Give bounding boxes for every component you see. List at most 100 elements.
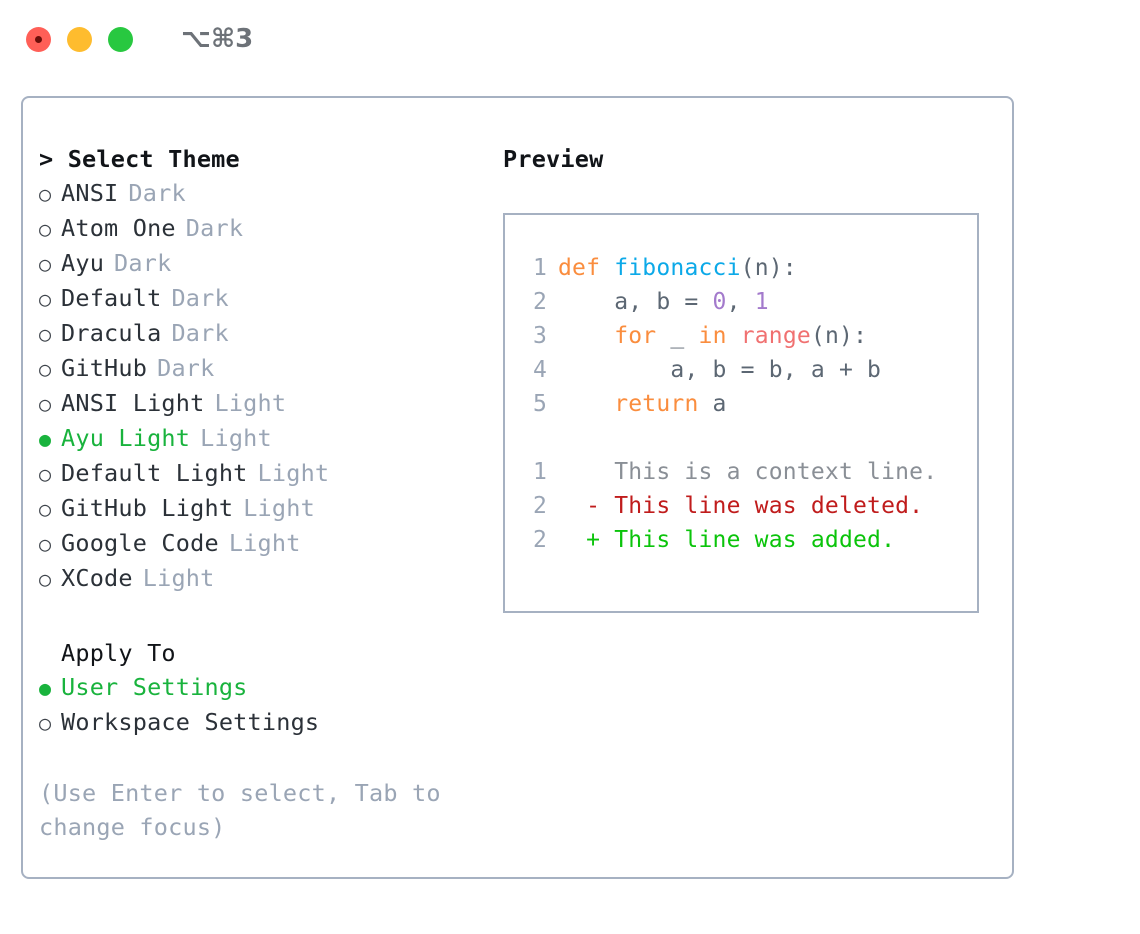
radio-unselected-icon: ○ [39, 322, 52, 346]
code-token-plain [558, 391, 614, 417]
code-token-plain [558, 323, 614, 349]
radio-unselected-icon: ○ [39, 357, 52, 381]
window-controls [26, 26, 133, 52]
code-token-plain: (n): [810, 323, 868, 349]
code-token-fn: fibonacci [614, 255, 741, 281]
radio-unselected-icon: ○ [39, 462, 52, 486]
radio-unselected-icon: ○ [39, 567, 52, 591]
code-token-plain: a, b = b, a + b [558, 357, 882, 383]
code-token-num: 0 [712, 289, 727, 315]
code-line-content: for _ in range(n): [558, 319, 867, 353]
section-spacer [39, 596, 493, 636]
theme-option-label: ANSI [61, 179, 119, 207]
diff-line-number: 2 [532, 527, 547, 553]
apply-option-workspace-settings[interactable]: ○ Workspace Settings [39, 705, 493, 740]
diff-line-number: 2 [532, 493, 547, 519]
code-line-number: 5 [532, 391, 547, 417]
theme-kind-label: Light [142, 564, 215, 592]
radio-unselected-icon: ○ [39, 711, 52, 735]
theme-option-github-light[interactable]: ○ GitHub Light Light [39, 491, 493, 526]
minimize-button-icon[interactable] [67, 26, 92, 52]
code-line-content: def fibonacci(n): [558, 251, 797, 285]
theme-option-label: Ayu [61, 249, 105, 277]
radio-unselected-icon: ○ [39, 532, 52, 556]
code-line-content: a, b = 0, 1 [558, 285, 769, 319]
theme-option-ansi-light[interactable]: ○ ANSI Light Light [39, 386, 493, 421]
maximize-button-icon[interactable] [108, 26, 133, 52]
theme-kind-label: Light [214, 389, 287, 417]
preview-heading: Preview [503, 145, 604, 173]
code-line-number: 1 [532, 255, 547, 281]
code-token-plain: _ [656, 323, 699, 349]
diff-line: 1 This is a context line. [519, 455, 977, 489]
theme-option-label: ANSI Light [61, 389, 205, 417]
code-token-plain: , [726, 289, 755, 315]
diff-line: 2 + This line was added. [519, 523, 977, 557]
code-line: 1 def fibonacci(n): [519, 251, 977, 285]
radio-unselected-icon: ○ [39, 392, 52, 416]
code-token-kw: def [558, 255, 615, 281]
code-token-plain: a, b = [558, 289, 713, 315]
theme-kind-label: Dark [128, 179, 186, 207]
theme-option-label: Ayu Light [61, 424, 191, 452]
theme-option-label: GitHub Light [61, 494, 234, 522]
theme-option-label: Default Light [61, 459, 248, 487]
theme-option-default[interactable]: ○ Default Dark [39, 281, 493, 316]
theme-option-default-light[interactable]: ○ Default Light Light [39, 456, 493, 491]
radio-unselected-icon: ○ [39, 287, 52, 311]
theme-kind-label: Light [228, 529, 301, 557]
theme-option-ansi[interactable]: ○ ANSI Dark [39, 176, 493, 211]
theme-kind-label: Light [200, 424, 272, 452]
diff-line-content-del: - This line was deleted. [558, 493, 924, 519]
code-token-call: range [740, 323, 811, 349]
keyboard-shortcut-label: ⌥⌘3 [181, 24, 254, 54]
diff-line: 2 - This line was deleted. [519, 489, 977, 523]
radio-unselected-icon: ○ [39, 217, 52, 241]
close-button-icon[interactable] [26, 26, 51, 52]
theme-option-label: Dracula [61, 319, 162, 347]
code-token-kw: in [698, 323, 727, 349]
radio-unselected-icon: ○ [39, 252, 52, 276]
theme-option-label: Google Code [61, 529, 219, 557]
title-bar: ⌥⌘3 [0, 0, 1140, 78]
theme-kind-label: Light [243, 494, 315, 522]
code-token-plain: a [698, 391, 727, 417]
theme-option-google-code[interactable]: ○ Google Code Light [39, 526, 493, 561]
diff-line-number: 1 [532, 459, 547, 485]
theme-option-dracula[interactable]: ○ Dracula Dark [39, 316, 493, 351]
apply-option-user-settings[interactable]: ●User Settings [39, 670, 493, 705]
radio-unselected-icon: ○ [39, 497, 52, 521]
code-line-content: return a [558, 387, 727, 421]
keyboard-hint-text: (Use Enter to select, Tab to change focu… [39, 779, 441, 841]
theme-option-label: Default [61, 284, 162, 312]
radio-selected-icon: ● [39, 427, 52, 451]
apply-option-label: Workspace Settings [61, 708, 320, 736]
diff-line-content-add: + This line was added. [558, 527, 896, 553]
code-line: 4 a, b = b, a + b [519, 353, 977, 387]
code-line: 3 for _ in range(n): [519, 319, 977, 353]
code-line-content: a, b = b, a + b [558, 353, 881, 387]
theme-kind-label: Dark [157, 354, 215, 382]
theme-kind-label: Dark [114, 249, 172, 277]
theme-kind-label: Light [257, 459, 330, 487]
theme-option-ayu[interactable]: ○ Ayu Dark [39, 246, 493, 281]
diff-sample: 1 This is a context line.2 - This line w… [519, 455, 977, 557]
theme-kind-label: Dark [171, 284, 229, 312]
theme-kind-label: Dark [171, 319, 229, 347]
code-spacer [519, 421, 977, 455]
radio-unselected-icon: ○ [39, 182, 52, 206]
code-line-number: 3 [532, 323, 547, 349]
theme-option-label: Atom One [61, 214, 176, 242]
code-line-number: 4 [532, 357, 547, 383]
theme-option-ayu-light[interactable]: ● Ayu Light Light [39, 421, 493, 456]
apply-option-label: User Settings [61, 673, 248, 701]
